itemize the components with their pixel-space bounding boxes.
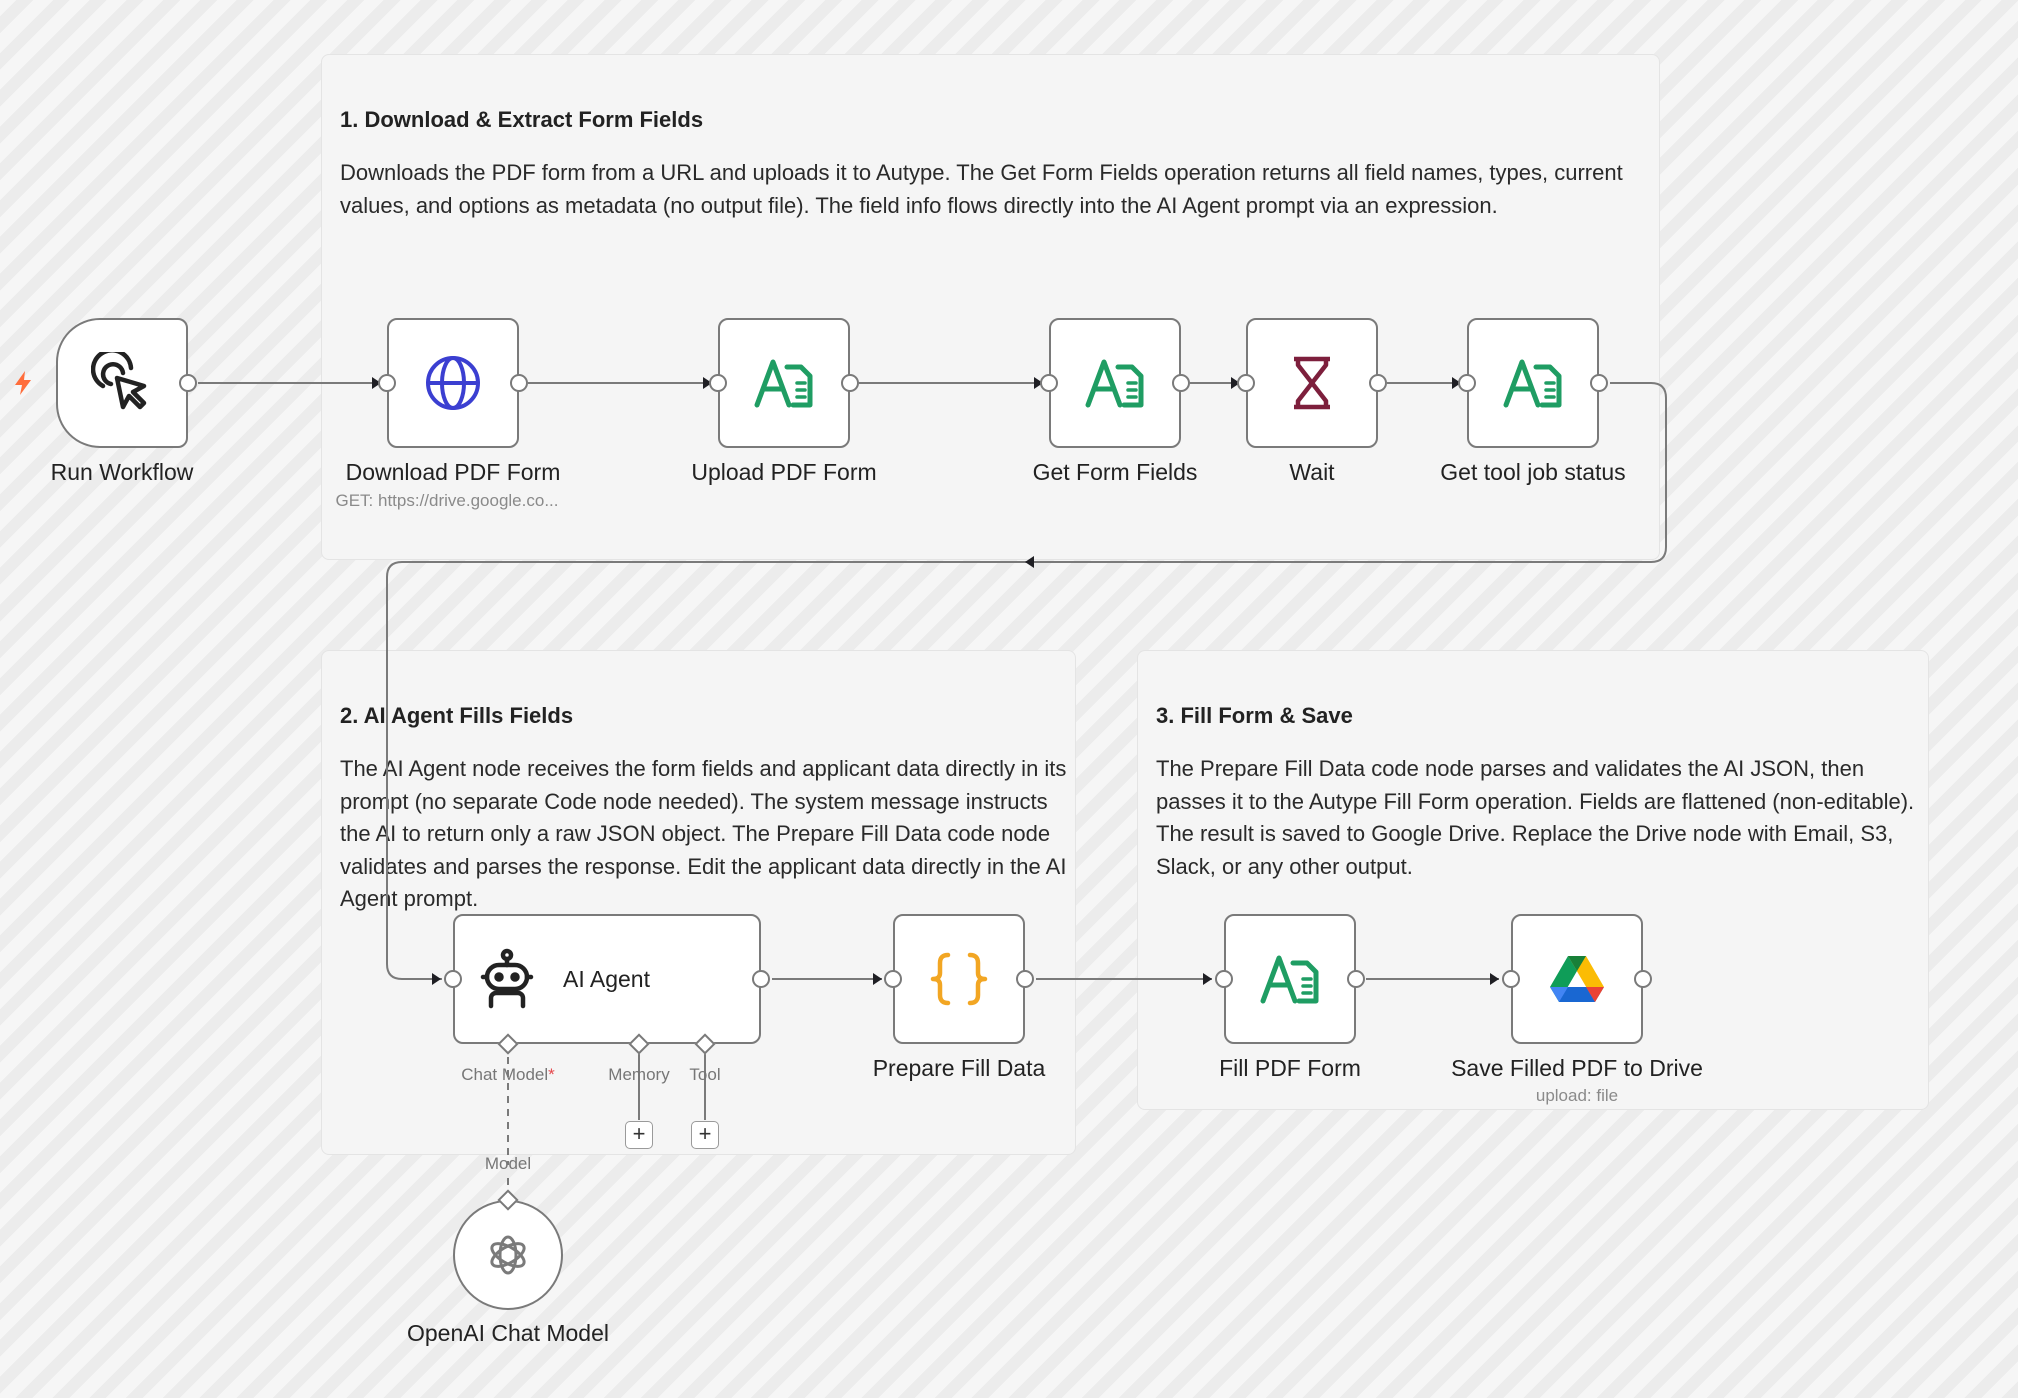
code-braces-icon — [930, 952, 988, 1006]
google-drive-icon — [1550, 956, 1604, 1002]
input-port[interactable] — [1237, 374, 1255, 392]
output-port[interactable] — [752, 970, 770, 988]
input-port[interactable] — [1502, 970, 1520, 988]
output-port[interactable] — [841, 374, 859, 392]
sticky-note-ai-agent[interactable]: 2. AI Agent Fills Fields The AI Agent no… — [321, 650, 1076, 1155]
arrowhead — [703, 377, 712, 389]
sticky-title: 3. Fill Form & Save — [1156, 703, 1353, 728]
trigger-bolt-icon — [15, 371, 31, 395]
arrowhead — [873, 973, 882, 985]
sticky-body: The Prepare Fill Data code node parses a… — [1156, 756, 1915, 879]
input-port[interactable] — [444, 970, 462, 988]
node-title: AI Agent — [563, 965, 650, 992]
node-get-tool-job-status[interactable] — [1467, 318, 1599, 448]
node-upload-pdf-form[interactable] — [718, 318, 850, 448]
output-port[interactable] — [1016, 970, 1034, 988]
sticky-title: 1. Download & Extract Form Fields — [340, 107, 704, 132]
tool-port-label: Tool — [689, 1065, 721, 1084]
model-port-label: Model — [484, 1154, 532, 1173]
sticky-title: 2. AI Agent Fills Fields — [340, 703, 574, 728]
input-port[interactable] — [884, 970, 902, 988]
node-openai-chat-model[interactable] — [453, 1200, 563, 1310]
node-label: Get Form Fields — [1032, 459, 1198, 485]
input-port[interactable] — [1215, 970, 1233, 988]
output-port[interactable] — [510, 374, 528, 392]
arrowhead — [372, 377, 381, 389]
add-memory-button[interactable]: + — [625, 1121, 653, 1149]
node-prepare-fill-data[interactable] — [893, 914, 1025, 1044]
node-label: Download PDF Form — [345, 459, 561, 485]
required-marker: * — [548, 1065, 555, 1084]
sticky-note-download-extract[interactable]: 1. Download & Extract Form Fields Downlo… — [321, 54, 1660, 560]
node-label: Wait — [1289, 459, 1335, 485]
autype-icon — [1260, 955, 1319, 1004]
arrowhead — [1452, 377, 1461, 389]
node-save-filled-pdf-to-drive[interactable] — [1511, 914, 1643, 1044]
sticky-body: Downloads the PDF form from a URL and up… — [340, 160, 1623, 218]
output-port[interactable] — [1369, 374, 1387, 392]
node-get-form-fields[interactable] — [1049, 318, 1181, 448]
node-label: Fill PDF Form — [1219, 1055, 1361, 1081]
arrowhead — [1034, 377, 1043, 389]
node-sublabel: upload: file — [1535, 1086, 1619, 1105]
cursor-click-icon — [91, 352, 147, 410]
output-port[interactable] — [1590, 374, 1608, 392]
arrowhead — [1203, 973, 1212, 985]
output-port[interactable] — [179, 374, 197, 392]
node-wait[interactable] — [1246, 318, 1378, 448]
node-label: Run Workflow — [50, 459, 194, 485]
robot-icon — [480, 948, 534, 1009]
input-port[interactable] — [709, 374, 727, 392]
node-download-pdf-form[interactable] — [387, 318, 519, 448]
output-port[interactable] — [1172, 374, 1190, 392]
node-ai-agent[interactable]: AI Agent — [453, 914, 761, 1044]
hourglass-icon — [1294, 356, 1330, 410]
sticky-body: The AI Agent node receives the form fiel… — [340, 756, 1067, 911]
chat-model-port-label: Chat Model* — [461, 1065, 555, 1085]
node-label: Get tool job status — [1440, 459, 1626, 485]
node-label: Prepare Fill Data — [872, 1055, 1046, 1081]
globe-icon — [426, 356, 480, 410]
node-label: OpenAI Chat Model — [406, 1320, 609, 1346]
arrowhead — [1490, 973, 1499, 985]
input-port[interactable] — [1458, 374, 1476, 392]
memory-port-label: Memory — [608, 1065, 670, 1084]
node-sublabel: GET: https://drive.google.co... — [335, 491, 559, 510]
node-fill-pdf-form[interactable] — [1224, 914, 1356, 1044]
node-label: Save Filled PDF to Drive — [1451, 1055, 1703, 1081]
node-run-workflow[interactable] — [56, 318, 188, 448]
arrowhead — [1231, 377, 1240, 389]
arrowhead — [1025, 556, 1034, 568]
input-port[interactable] — [378, 374, 396, 392]
add-tool-button[interactable]: + — [691, 1121, 719, 1149]
autype-icon — [754, 359, 813, 408]
node-label: Upload PDF Form — [691, 459, 877, 485]
openai-icon — [490, 1235, 526, 1275]
arrowhead — [432, 973, 441, 985]
autype-icon — [1085, 359, 1144, 408]
output-port[interactable] — [1347, 970, 1365, 988]
input-port[interactable] — [1040, 374, 1058, 392]
autype-icon — [1503, 359, 1562, 408]
chat-model-label-text: Chat Model — [461, 1065, 549, 1084]
output-port[interactable] — [1634, 970, 1652, 988]
